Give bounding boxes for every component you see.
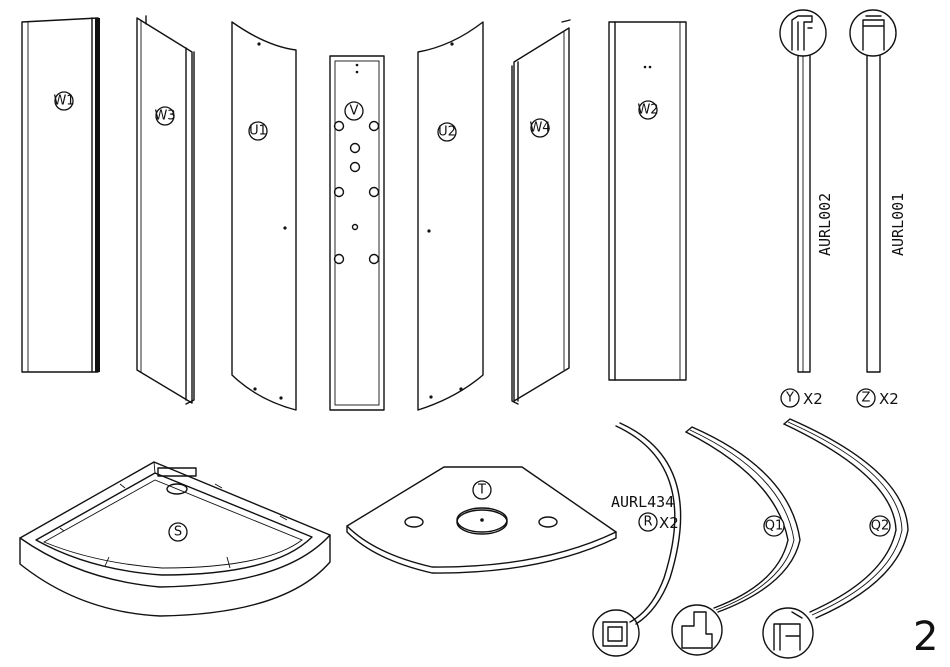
code-z: AURL001 <box>889 193 907 256</box>
label-s: S <box>174 525 182 540</box>
label-u2: U2 <box>438 125 456 140</box>
panel-w1: W1 <box>22 18 100 372</box>
rail-q1: Q1 <box>672 427 800 655</box>
label-q1: Q1 <box>765 519 784 534</box>
profile-z: AURL001 Z X2 <box>850 10 907 408</box>
panel-w3: W3 <box>137 16 194 404</box>
label-w1: W1 <box>53 94 74 109</box>
qty-y: X2 <box>803 390 823 408</box>
panel-w4: W4 <box>512 20 570 404</box>
profile-y: AURL002 Y X2 <box>780 10 834 408</box>
code-r: AURL434 <box>611 493 674 511</box>
panel-v: V <box>330 56 384 410</box>
page-number: 2 <box>913 614 938 660</box>
panel-u2: U2 <box>418 22 483 410</box>
label-z: Z <box>862 391 871 406</box>
qty-z: X2 <box>879 390 899 408</box>
label-w4: W4 <box>529 121 550 136</box>
panel-u1: U1 <box>232 22 296 410</box>
tray-s: S <box>20 462 330 616</box>
label-y: Y <box>785 391 794 406</box>
rail-q2: Q2 <box>763 419 908 658</box>
roof-t: T <box>347 467 616 573</box>
label-u1: U1 <box>249 124 267 139</box>
label-r: R <box>643 515 652 530</box>
label-q2: Q2 <box>871 519 890 534</box>
label-w3: W3 <box>154 109 175 124</box>
rail-r: AURL434 R X2 <box>593 423 681 656</box>
label-w2: W2 <box>637 103 658 118</box>
code-y: AURL002 <box>816 193 834 256</box>
label-t: T <box>477 483 486 498</box>
label-v: V <box>350 104 359 119</box>
panel-w2: W2 <box>609 22 686 380</box>
qty-r: X2 <box>659 514 679 532</box>
